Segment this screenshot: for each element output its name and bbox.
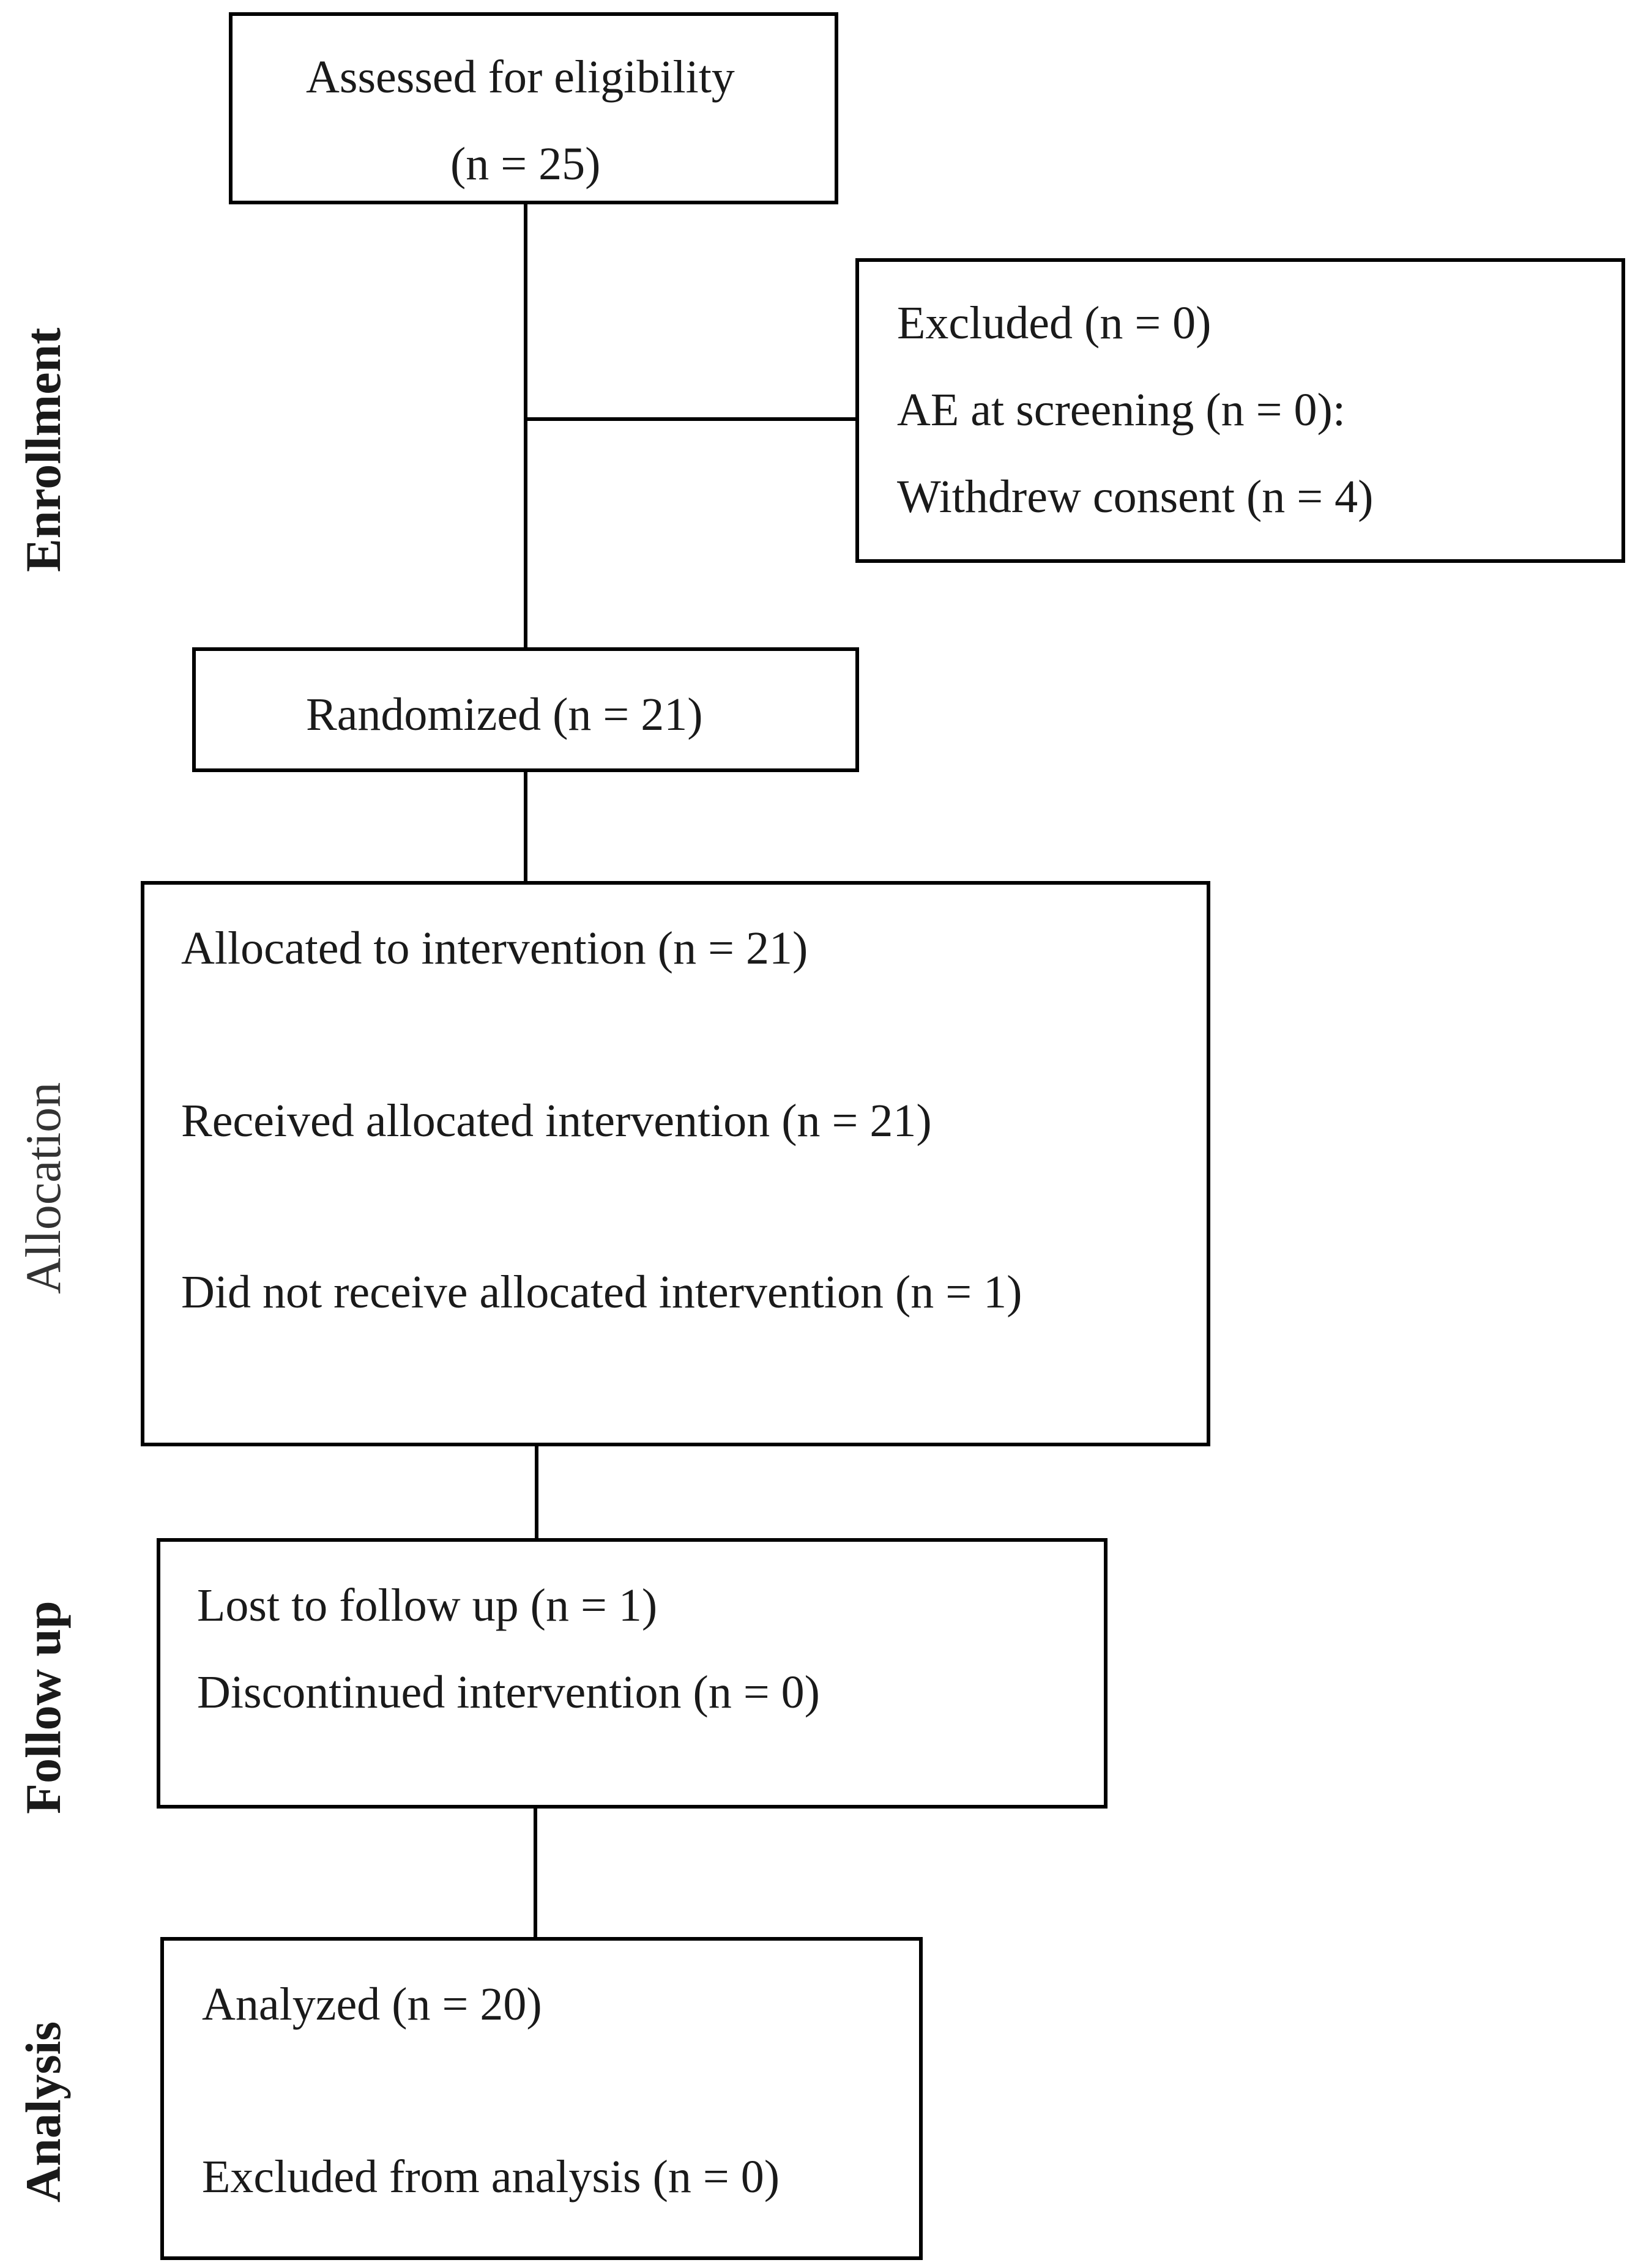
assessed-box	[229, 12, 838, 204]
excluded-from-analysis: Excluded from analysis (n = 0)	[202, 2151, 780, 2203]
excluded-ae-screening: AE at screening (n = 0):	[897, 384, 1346, 436]
assessed-title: Assessed for eligibility	[306, 51, 735, 103]
connector-followup-analysis	[534, 1806, 537, 1939]
connector-allocation-followup	[535, 1444, 538, 1541]
assessed-count: (n = 25)	[450, 138, 601, 190]
excluded-withdrew-consent: Withdrew consent (n = 4)	[897, 471, 1374, 522]
discontinued-intervention: Discontinued intervention (n = 0)	[197, 1667, 820, 1718]
lost-to-follow-up: Lost to follow up (n = 1)	[197, 1580, 658, 1631]
analysis-box	[160, 1937, 923, 2260]
received-allocated-intervention: Received allocated intervention (n = 21)	[181, 1095, 932, 1147]
analyzed-count: Analyzed (n = 20)	[202, 1979, 542, 2030]
followup-box	[157, 1538, 1108, 1809]
randomized-text: Randomized (n = 21)	[306, 689, 703, 740]
excluded-total: Excluded (n = 0)	[897, 297, 1212, 349]
connector-randomized-allocation	[524, 770, 527, 883]
stage-label-allocation: Allocation	[15, 1082, 71, 1294]
stage-label-analysis: Analysis	[15, 2021, 71, 2203]
allocated-to-intervention: Allocated to intervention (n = 21)	[181, 923, 808, 974]
allocation-box	[141, 881, 1210, 1446]
randomized-box	[192, 647, 859, 772]
did-not-receive-intervention: Did not receive allocated intervention (…	[181, 1266, 1022, 1318]
stage-label-follow-up: Follow up	[15, 1601, 71, 1814]
connector-assessed-randomized	[524, 203, 527, 650]
connector-to-excluded	[524, 417, 859, 421]
stage-label-enrollment: Enrollment	[15, 327, 71, 572]
excluded-box	[855, 258, 1625, 563]
